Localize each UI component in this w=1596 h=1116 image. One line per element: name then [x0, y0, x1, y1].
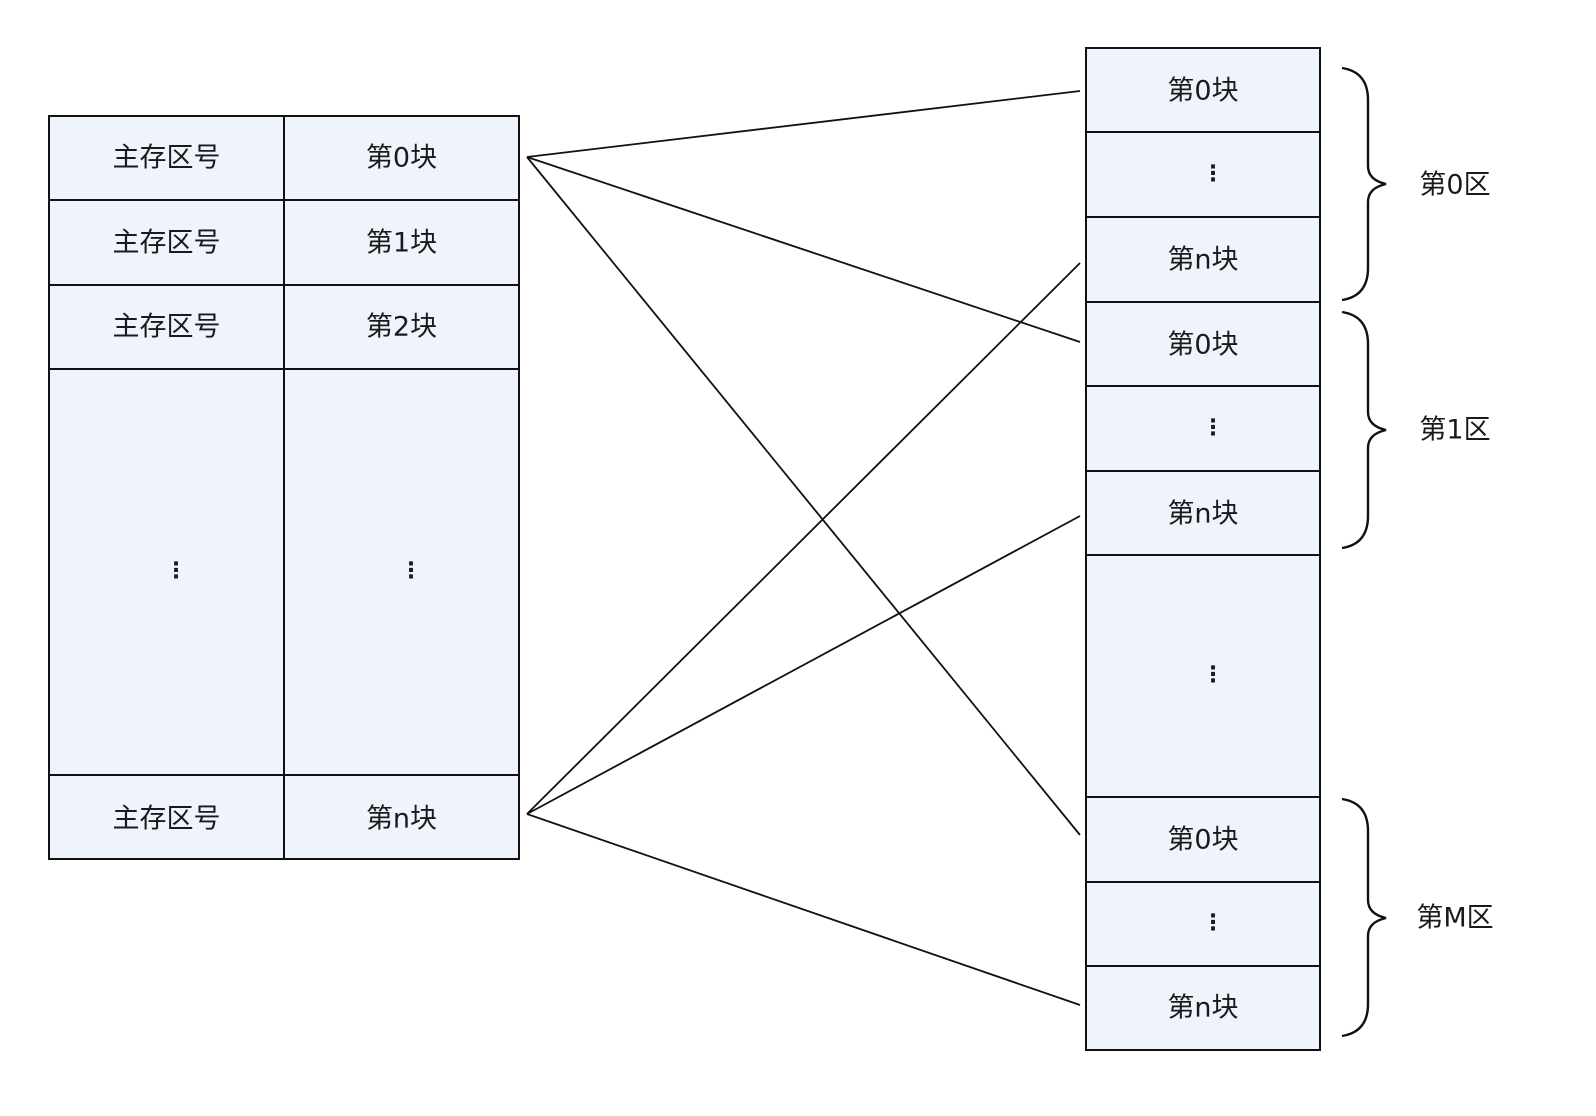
cache-zone-cell — [48, 199, 285, 286]
cache-block-cell — [283, 199, 520, 286]
cache-block-label: 第0块 — [366, 143, 437, 174]
memory-cell-label: 第n块 — [1167, 499, 1238, 530]
cache-block-cell — [283, 774, 520, 860]
cache-block-label: 第2块 — [366, 312, 437, 343]
zone-0-label: 第0区 — [1419, 170, 1490, 201]
memory-cell — [1085, 216, 1321, 303]
memory-cell-label: 第0块 — [1167, 76, 1238, 107]
memory-cell-ellipsis: ⋮ — [1202, 416, 1224, 441]
mapping-line — [526, 156, 1081, 343]
memory-cell — [1085, 796, 1321, 883]
cache-table: 主存区号 第0块 主存区号 第1块 主存区号 第2块 ⋮ ⋮ 主存区号 第n块 — [48, 115, 520, 860]
memory-cell-ellipsis: ⋮ — [1202, 162, 1224, 187]
memory-cell — [1085, 47, 1321, 133]
zone-0-brace — [1341, 66, 1387, 302]
memory-cell — [1085, 301, 1321, 387]
cache-block-label: 第n块 — [366, 804, 437, 835]
zone-m-brace — [1341, 797, 1387, 1038]
cache-zone-label: 主存区号 — [113, 804, 221, 835]
main-memory-column: 第0块 ⋮ 第n块 第0块 ⋮ 第n块 ⋮ 第0块 ⋮ 第n块 — [1085, 47, 1321, 1051]
memory-cell — [1085, 385, 1321, 472]
memory-cell-label: 第n块 — [1167, 245, 1238, 276]
mapping-line — [526, 90, 1081, 158]
mapping-line — [526, 262, 1081, 815]
memory-cell — [1085, 554, 1321, 798]
cache-zone-cell — [48, 115, 285, 201]
memory-cell — [1085, 965, 1321, 1051]
cache-zone-label: 主存区号 — [113, 228, 221, 259]
cache-zone-label: 主存区号 — [113, 312, 221, 343]
cache-block-cell — [283, 115, 520, 201]
memory-cell-label: 第0块 — [1167, 825, 1238, 856]
memory-cell-ellipsis: ⋮ — [1202, 911, 1224, 936]
mapping-line — [526, 156, 1081, 836]
cache-block-cell — [283, 368, 520, 776]
zone-braces: 第0区 第1区 第M区 — [1341, 66, 1494, 1038]
memory-cell-label: 第n块 — [1167, 993, 1238, 1024]
memory-cell — [1085, 470, 1321, 556]
mapping-line — [526, 515, 1081, 815]
zone-m-label: 第M区 — [1416, 903, 1493, 934]
cache-block-label: 第1块 — [366, 228, 437, 259]
memory-cell — [1085, 131, 1321, 218]
memory-cell-ellipsis: ⋮ — [1202, 663, 1224, 688]
mapping-lines — [526, 90, 1081, 1006]
zone-1-brace — [1341, 310, 1387, 550]
cache-table-border — [48, 115, 520, 860]
mapping-line — [526, 813, 1081, 1006]
main-memory-border — [1085, 47, 1321, 1051]
cache-zone-cell — [48, 368, 285, 776]
memory-cell-label: 第0块 — [1167, 330, 1238, 361]
cache-block-cell — [283, 284, 520, 370]
cache-block-ellipsis: ⋮ — [400, 559, 422, 584]
cache-zone-label: 主存区号 — [113, 143, 221, 174]
cache-zone-ellipsis: ⋮ — [165, 559, 187, 584]
zone-1-label: 第1区 — [1419, 415, 1490, 446]
